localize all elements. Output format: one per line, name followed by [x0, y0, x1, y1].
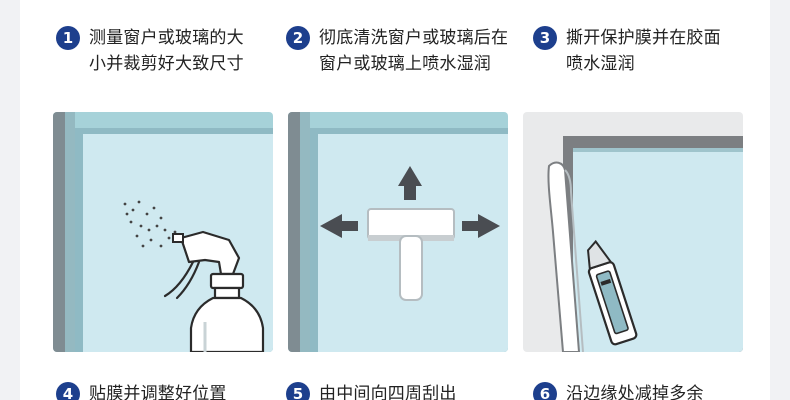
step-1: 1 测量窗户或玻璃的大 小并裁剪好大致尺寸 — [56, 25, 244, 77]
step-number-badge: 6 — [533, 382, 557, 400]
step-number-badge: 4 — [56, 382, 80, 400]
step-number-badge: 1 — [56, 26, 80, 50]
step-description: 撕开保护膜并在胶面 喷水湿润 — [566, 25, 721, 77]
step-6: 6 沿边缘处减掉多余 — [533, 381, 704, 400]
step-line: 沿边缘处减掉多余 — [566, 384, 704, 400]
step-description: 沿边缘处减掉多余 — [566, 381, 704, 400]
illustration-squeegee — [288, 112, 508, 352]
step-description: 测量窗户或玻璃的大 小并裁剪好大致尺寸 — [89, 25, 244, 77]
step-5: 5 由中间向四周刮出 — [286, 381, 457, 400]
step-line: 窗户或玻璃上喷水湿润 — [319, 54, 491, 74]
arrow-right-icon — [478, 214, 500, 238]
step-description: 贴膜并调整好位置 — [89, 381, 227, 400]
step-line: 贴膜并调整好位置 — [89, 384, 227, 400]
step-line: 彻底清洗窗户或玻璃后在 — [319, 28, 509, 48]
step-line: 由中间向四周刮出 — [319, 384, 457, 400]
step-line: 小并裁剪好大致尺寸 — [89, 54, 244, 74]
step-number-badge: 5 — [286, 382, 310, 400]
illustration-utility-knife — [523, 112, 743, 352]
illustration-spray-bottle — [53, 112, 273, 352]
step-2: 2 彻底清洗窗户或玻璃后在 窗户或玻璃上喷水湿润 — [286, 25, 508, 77]
step-3: 3 撕开保护膜并在胶面 喷水湿润 — [533, 25, 721, 77]
arrow-left-icon — [320, 214, 342, 238]
step-line: 测量窗户或玻璃的大 — [89, 28, 244, 48]
step-number-badge: 3 — [533, 26, 557, 50]
step-line: 撕开保护膜并在胶面 — [566, 28, 721, 48]
step-description: 彻底清洗窗户或玻璃后在 窗户或玻璃上喷水湿润 — [319, 25, 508, 77]
instruction-card: 1 测量窗户或玻璃的大 小并裁剪好大致尺寸 2 彻底清洗窗户或玻璃后在 窗户或玻… — [20, 0, 770, 400]
step-number-badge: 2 — [286, 26, 310, 50]
step-description: 由中间向四周刮出 — [319, 381, 457, 400]
step-line: 喷水湿润 — [566, 54, 635, 74]
step-4: 4 贴膜并调整好位置 — [56, 381, 227, 400]
arrow-up-icon — [398, 166, 422, 186]
